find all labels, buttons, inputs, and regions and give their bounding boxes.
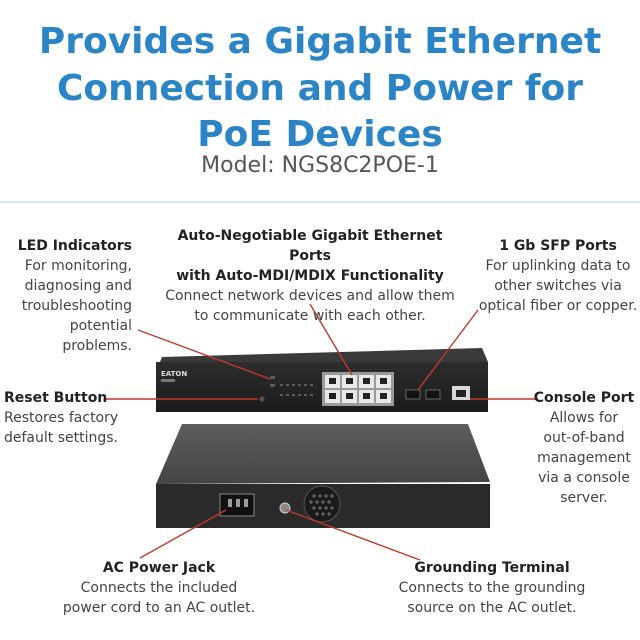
callout-text: optical fiber or copper. xyxy=(478,298,638,314)
model-number: Model: NGS8C2POE-1 xyxy=(201,153,439,178)
callout-text: to communicate with each other. xyxy=(194,308,426,324)
callout-grounding-terminal: Grounding Terminal Connects to the groun… xyxy=(384,558,600,618)
console-port xyxy=(452,386,470,400)
title-line-1: Provides a Gigabit Ethernet xyxy=(38,21,602,62)
title-line-2: Connection and Power for xyxy=(56,68,584,109)
callout-text: potential problems. xyxy=(62,318,132,354)
callout-line-ports xyxy=(309,303,353,376)
fan-vent xyxy=(303,485,341,523)
callout-text: power cord to an AC outlet. xyxy=(62,600,256,616)
callout-line-ac xyxy=(139,509,227,559)
callout-ethernet-ports: Auto-Negotiable Gigabit Ethernet Ports w… xyxy=(160,226,460,326)
switch-rear-view xyxy=(156,424,490,528)
callout-text: Restores factory xyxy=(4,410,119,426)
callout-title: with Auto-MDI/MDIX Functionality xyxy=(176,268,444,284)
logo-underline xyxy=(161,379,175,382)
eaton-logo: EATON xyxy=(161,370,187,378)
divider xyxy=(0,201,640,203)
callout-text: other switches via xyxy=(494,278,622,294)
callout-title: Auto-Negotiable Gigabit Ethernet Ports xyxy=(177,228,443,264)
callout-text: server. xyxy=(560,490,608,506)
rear-top-surface xyxy=(156,424,490,484)
callout-text: via a console xyxy=(538,470,630,486)
sfp-ports xyxy=(405,389,441,400)
reset-button[interactable] xyxy=(259,396,265,402)
callout-lines xyxy=(104,303,536,561)
ethernet-ports xyxy=(322,372,394,406)
title-line-3: PoE Devices xyxy=(197,114,443,155)
callout-line-led xyxy=(137,329,271,380)
callout-reset-button: Reset Button Restores factory default se… xyxy=(4,388,134,448)
callout-text: default settings. xyxy=(4,430,118,446)
callout-title: Console Port xyxy=(533,390,635,406)
callout-text: management xyxy=(537,450,631,466)
callout-text: For monitoring, xyxy=(24,258,132,274)
callout-text: Allows for xyxy=(549,410,619,426)
callout-title: AC Power Jack xyxy=(102,560,216,576)
callout-text: troubleshooting xyxy=(21,298,132,314)
callout-text: Connect network devices and allow them xyxy=(165,288,455,304)
callout-title: Grounding Terminal xyxy=(414,560,570,576)
switch-front-view: EATON xyxy=(156,348,488,412)
callout-text: For uplinking data to xyxy=(485,258,631,274)
callout-text: diagnosing and xyxy=(24,278,132,294)
callout-ac-power-jack: AC Power Jack Connects the included powe… xyxy=(52,558,266,618)
callout-line-ground xyxy=(285,509,421,561)
callout-led-indicators: LED Indicators For monitoring, diagnosin… xyxy=(6,236,132,356)
callout-text: Connects to the grounding xyxy=(398,580,586,596)
callout-text: out-of-band xyxy=(543,430,625,446)
callout-text: source on the AC outlet. xyxy=(407,600,577,616)
ac-power-jack xyxy=(219,493,255,517)
callout-title: Reset Button xyxy=(4,390,108,406)
callout-title: LED Indicators xyxy=(17,238,132,254)
callout-console-port: Console Port Allows for out-of-band mana… xyxy=(530,388,638,508)
callout-sfp-ports: 1 Gb SFP Ports For uplinking data to oth… xyxy=(478,236,638,316)
led-indicators xyxy=(270,376,313,396)
callout-text: Connects the included xyxy=(80,580,238,596)
callout-line-sfp xyxy=(417,309,479,391)
callout-title: 1 Gb SFP Ports xyxy=(499,238,617,254)
